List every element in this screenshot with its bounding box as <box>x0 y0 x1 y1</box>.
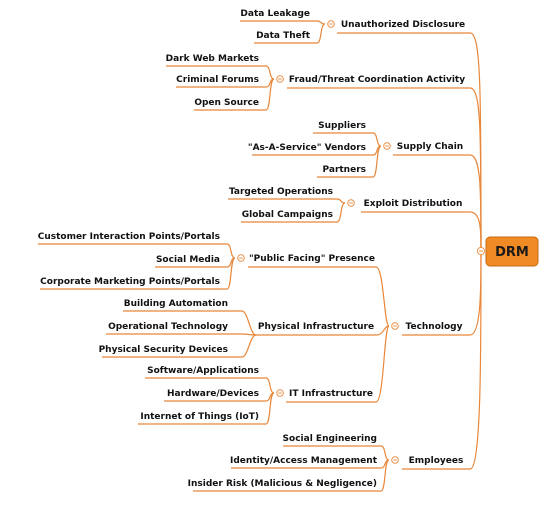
leaf-node[interactable]: Data Theft <box>254 31 317 44</box>
leaf-label: Data Theft <box>256 31 311 41</box>
leaf-node[interactable]: Software/Applications <box>145 366 266 379</box>
leaf-label: Targeted Operations <box>229 187 333 197</box>
leaf-node[interactable]: Identity/Access Management <box>230 456 381 469</box>
leaf-label: Social Engineering <box>283 434 377 444</box>
leaf-node[interactable]: Hardware/Devices <box>164 389 266 402</box>
subbranch-label: IT Infrastructure <box>289 389 373 399</box>
branch-label: Exploit Distribution <box>364 199 463 209</box>
branch-label: Unauthorized Disclosure <box>341 20 465 30</box>
leaf-node[interactable]: Social Engineering <box>283 434 381 447</box>
leaf-node[interactable]: Operational Technology <box>106 322 242 335</box>
leaf-node[interactable]: Global Campaigns <box>241 210 337 223</box>
branch-label: Supply Chain <box>397 142 463 152</box>
branch-fraud-threat[interactable]: Fraud/Threat Coordination Activity <box>287 75 470 89</box>
branch-unauthorized-disclosure[interactable]: Unauthorized Disclosure <box>337 20 470 34</box>
branch-exploit-distribution[interactable]: Exploit Distribution <box>361 199 470 213</box>
leaf-node[interactable]: Suppliers <box>313 121 373 134</box>
leaf-label: Data Leakage <box>240 9 310 19</box>
leaf-node[interactable]: Internet of Things (IoT) <box>138 412 266 425</box>
leaf-label: Internet of Things (IoT) <box>140 412 259 422</box>
branch-supply-chain[interactable]: Supply Chain <box>393 142 470 156</box>
leaf-node[interactable]: "As-A-Service" Vendors <box>248 143 373 156</box>
branch-label: Fraud/Threat Coordination Activity <box>289 75 465 85</box>
leaf-node[interactable]: Corporate Marketing Points/Portals <box>40 277 227 290</box>
leaf-node[interactable]: Dark Web Markets <box>166 54 266 67</box>
leaf-label: "As-A-Service" Vendors <box>248 143 366 153</box>
branch-label: Employees <box>409 456 464 466</box>
leaf-node[interactable]: Open Source <box>194 98 266 111</box>
leaf-label: Global Campaigns <box>242 210 333 220</box>
leaf-node[interactable]: Insider Risk (Malicious & Negligence) <box>188 479 381 492</box>
subbranch-label: Physical Infrastructure <box>258 322 374 332</box>
leaf-label: Operational Technology <box>108 322 228 332</box>
leaf-node[interactable]: Partners <box>317 165 373 178</box>
leaf-label: Building Automation <box>124 299 228 309</box>
subbranch-physical-infrastructure[interactable]: Physical Infrastructure <box>256 322 376 336</box>
leaf-node[interactable]: Targeted Operations <box>228 187 337 200</box>
branch-employees[interactable]: Employees <box>402 456 470 470</box>
leaf-label: Identity/Access Management <box>230 456 378 466</box>
leaf-node[interactable]: Physical Security Devices <box>99 345 242 358</box>
root-node[interactable]: DRM <box>485 236 539 267</box>
leaf-label: Software/Applications <box>147 366 259 376</box>
leaf-node[interactable]: Criminal Forums <box>176 75 266 88</box>
leaf-node[interactable]: Building Automation <box>123 299 242 312</box>
leaf-label: Suppliers <box>318 121 366 131</box>
leaf-label: Customer Interaction Points/Portals <box>38 232 220 242</box>
leaf-label: Social Media <box>156 255 220 265</box>
leaf-node[interactable]: Data Leakage <box>240 9 317 22</box>
leaf-node[interactable]: Social Media <box>155 255 227 268</box>
leaf-label: Insider Risk (Malicious & Negligence) <box>188 479 377 489</box>
leaf-label: Partners <box>323 165 366 175</box>
leaf-label: Corporate Marketing Points/Portals <box>40 277 220 287</box>
leaf-label: Hardware/Devices <box>167 389 259 399</box>
leaf-node[interactable]: Customer Interaction Points/Portals <box>38 232 227 245</box>
subbranch-label: "Public Facing" Presence <box>249 254 375 264</box>
root-connectors <box>469 32 482 470</box>
subbranch-public-facing[interactable]: "Public Facing" Presence <box>248 254 376 268</box>
branch-technology[interactable]: Technology <box>402 322 470 336</box>
leaf-label: Dark Web Markets <box>166 54 259 64</box>
leaf-label: Criminal Forums <box>176 75 259 85</box>
subbranch-it-infrastructure[interactable]: IT Infrastructure <box>286 389 376 403</box>
leaf-label: Open Source <box>194 98 259 108</box>
branch-label: Technology <box>406 322 463 332</box>
leaf-label: Physical Security Devices <box>99 345 228 355</box>
root-label: DRM <box>495 245 529 260</box>
